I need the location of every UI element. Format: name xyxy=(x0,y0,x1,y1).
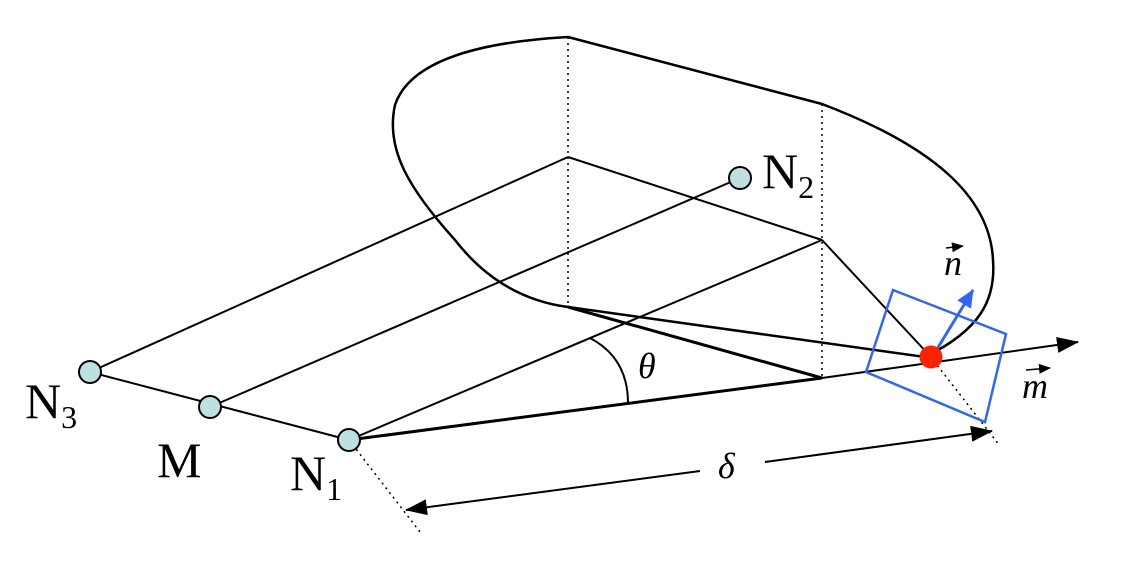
node-n2 xyxy=(728,166,752,190)
label-n2: N2 xyxy=(762,143,814,205)
line-m-n2 xyxy=(209,177,741,408)
label-theta: θ xyxy=(638,346,656,386)
dotted-extension-n1 xyxy=(348,439,421,533)
theta-arc xyxy=(589,337,629,404)
m-axis-arrow xyxy=(821,337,1079,379)
svg-text:n: n xyxy=(944,243,962,283)
tangent-plane xyxy=(864,288,1008,424)
label-delta: δ xyxy=(718,446,736,486)
line-n3-top xyxy=(89,156,569,373)
delta-arrow-left xyxy=(405,470,701,516)
delta-arrow-right xyxy=(764,425,993,463)
node-n1 xyxy=(337,428,361,452)
node-m xyxy=(198,395,222,419)
label-n3: N3 xyxy=(25,373,77,435)
normal-arrow xyxy=(932,289,975,355)
dotted-extension-contact xyxy=(929,355,1001,447)
node-n3 xyxy=(78,360,102,384)
label-n1: N1 xyxy=(290,445,342,507)
line-n1-mid xyxy=(348,239,823,441)
label-m: M xyxy=(157,432,201,488)
line-mid-contact xyxy=(821,239,931,357)
line-plane-diagonal xyxy=(567,305,823,380)
contact-point xyxy=(919,345,943,369)
label-vector-n: n xyxy=(944,242,964,283)
body-outline xyxy=(391,35,995,359)
svg-text:m: m xyxy=(1022,366,1048,406)
line-n1-foot xyxy=(348,376,823,442)
label-vector-m: m xyxy=(1022,363,1051,406)
